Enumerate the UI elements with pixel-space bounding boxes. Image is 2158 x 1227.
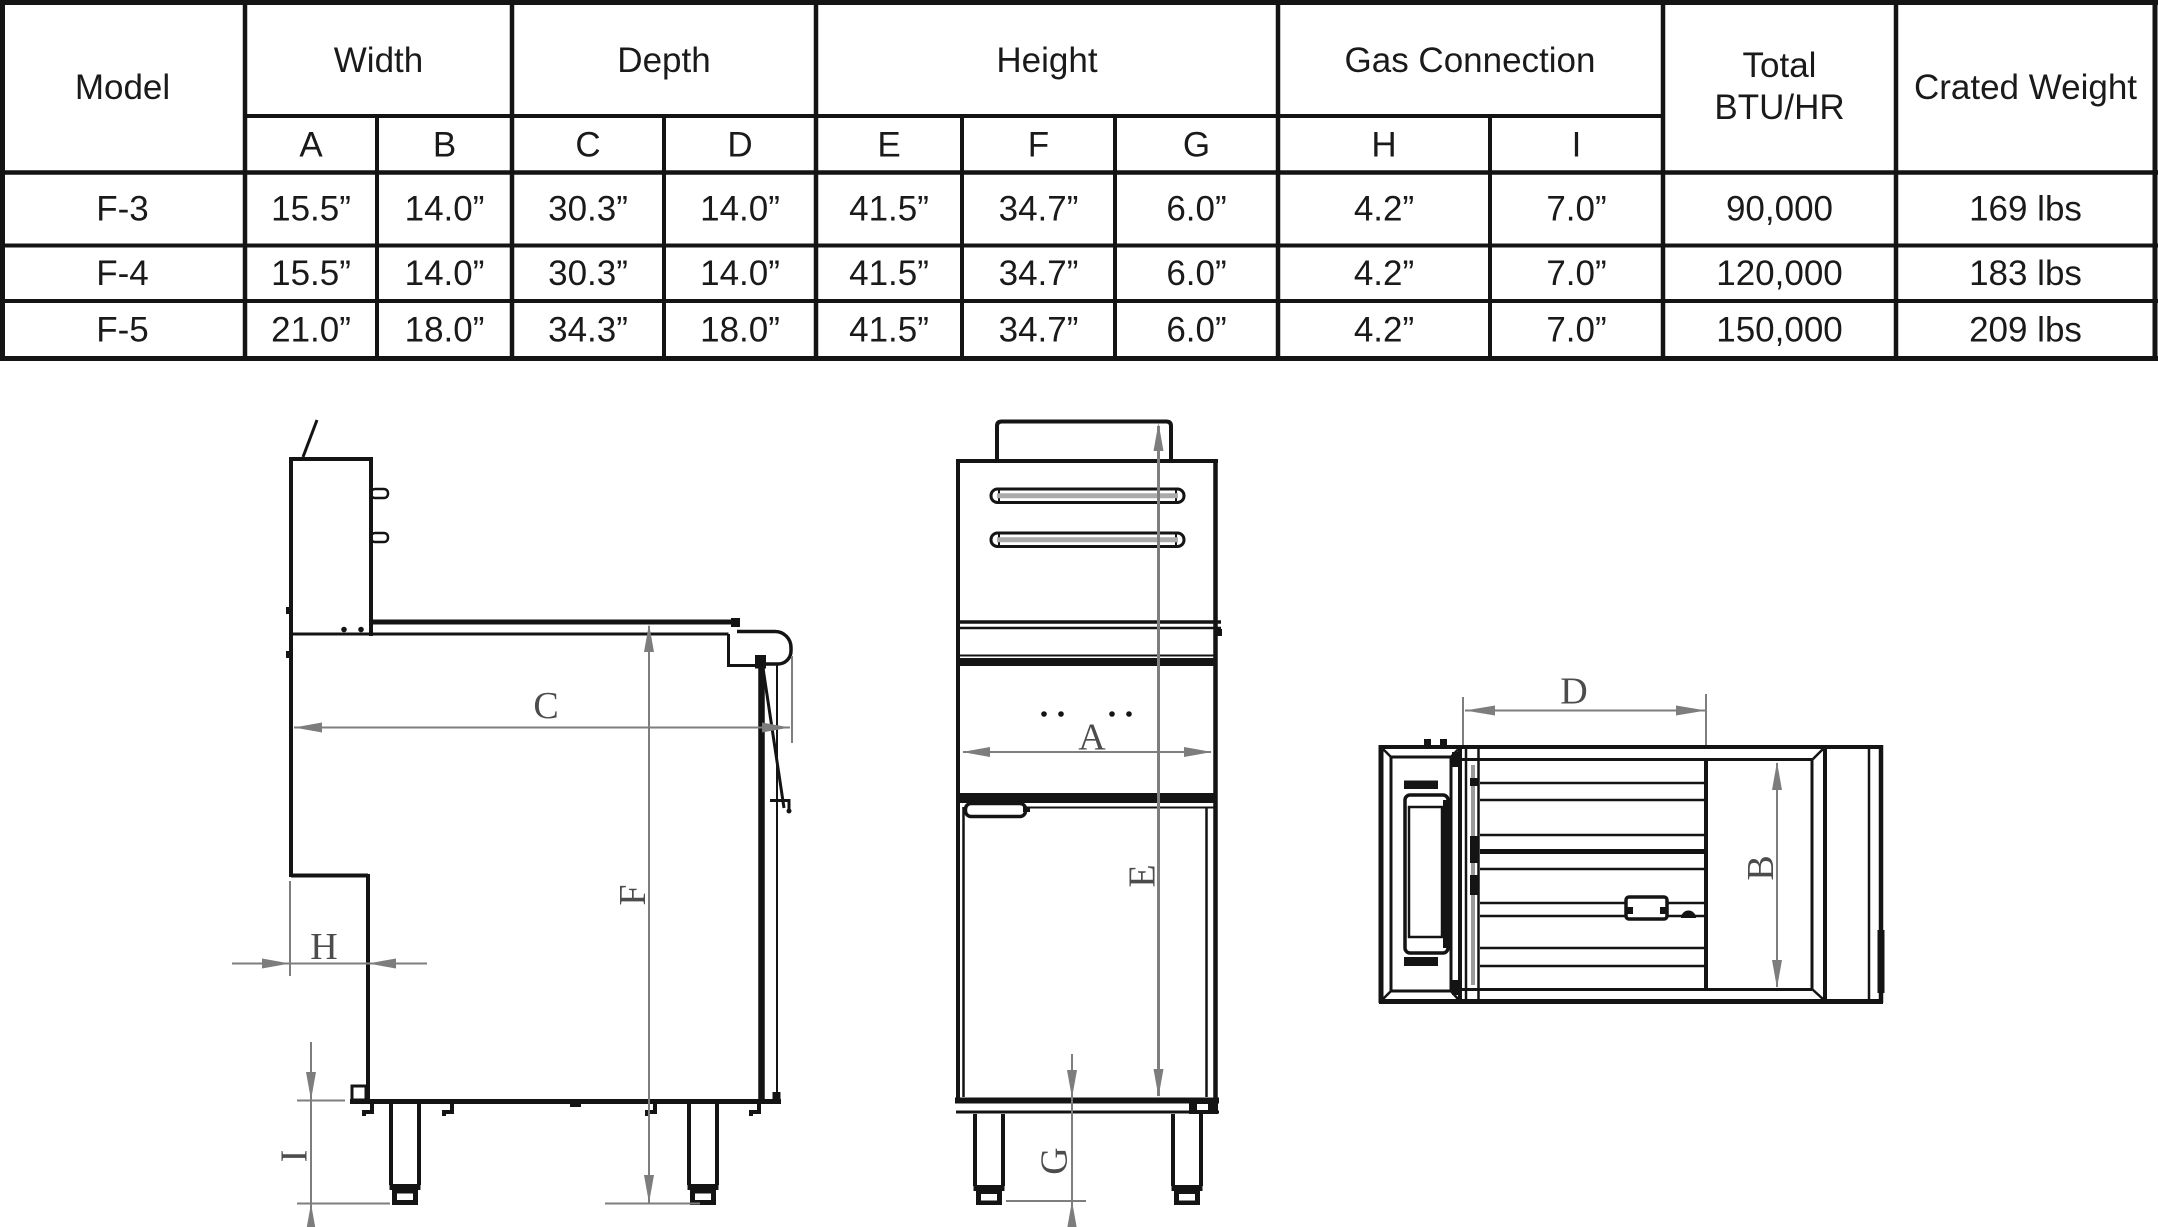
svg-text:I: I bbox=[274, 1150, 316, 1163]
svg-text:120,000: 120,000 bbox=[1716, 254, 1843, 293]
svg-text:183 lbs: 183 lbs bbox=[1969, 254, 2082, 293]
svg-text:209 lbs: 209 lbs bbox=[1969, 311, 2082, 350]
svg-text:4.2”: 4.2” bbox=[1354, 311, 1414, 350]
svg-text:30.3”: 30.3” bbox=[548, 254, 628, 293]
svg-text:21.0”: 21.0” bbox=[271, 311, 351, 350]
svg-text:Gas Connection: Gas Connection bbox=[1345, 41, 1596, 80]
svg-text:Crated Weight: Crated Weight bbox=[1914, 68, 2137, 107]
svg-text:90,000: 90,000 bbox=[1726, 190, 1833, 229]
svg-text:I: I bbox=[1572, 126, 1582, 165]
svg-text:Width: Width bbox=[334, 41, 423, 80]
svg-text:F-4: F-4 bbox=[96, 254, 149, 293]
svg-text:4.2”: 4.2” bbox=[1354, 190, 1414, 229]
svg-text:7.0”: 7.0” bbox=[1546, 311, 1606, 350]
svg-text:34.7”: 34.7” bbox=[999, 190, 1079, 229]
svg-text:D: D bbox=[1560, 671, 1587, 713]
svg-text:34.7”: 34.7” bbox=[999, 311, 1079, 350]
svg-text:C: C bbox=[533, 685, 558, 727]
svg-text:Depth: Depth bbox=[617, 41, 710, 80]
svg-text:D: D bbox=[727, 126, 752, 165]
svg-text:B: B bbox=[1740, 855, 1782, 880]
svg-text:169 lbs: 169 lbs bbox=[1969, 190, 2082, 229]
svg-text:Total: Total bbox=[1743, 46, 1817, 85]
svg-text:14.0”: 14.0” bbox=[700, 190, 780, 229]
svg-text:G: G bbox=[1034, 1147, 1076, 1174]
svg-text:6.0”: 6.0” bbox=[1166, 311, 1226, 350]
svg-text:7.0”: 7.0” bbox=[1546, 190, 1606, 229]
svg-text:34.7”: 34.7” bbox=[999, 254, 1079, 293]
svg-text:7.0”: 7.0” bbox=[1546, 254, 1606, 293]
svg-text:18.0”: 18.0” bbox=[700, 311, 780, 350]
svg-text:Model: Model bbox=[75, 68, 170, 107]
svg-text:A: A bbox=[299, 126, 323, 165]
svg-text:E: E bbox=[877, 126, 900, 165]
svg-text:18.0”: 18.0” bbox=[405, 311, 485, 350]
svg-text:15.5”: 15.5” bbox=[271, 254, 351, 293]
svg-text:F-3: F-3 bbox=[96, 190, 149, 229]
svg-text:F: F bbox=[1028, 126, 1049, 165]
svg-text:H: H bbox=[1371, 126, 1396, 165]
svg-text:A: A bbox=[1078, 717, 1106, 759]
svg-text:30.3”: 30.3” bbox=[548, 190, 628, 229]
svg-text:4.2”: 4.2” bbox=[1354, 254, 1414, 293]
svg-text:B: B bbox=[433, 126, 456, 165]
svg-text:41.5”: 41.5” bbox=[849, 254, 929, 293]
svg-text:14.0”: 14.0” bbox=[405, 254, 485, 293]
svg-text:G: G bbox=[1183, 126, 1210, 165]
svg-text:15.5”: 15.5” bbox=[271, 190, 351, 229]
svg-text:150,000: 150,000 bbox=[1716, 311, 1843, 350]
svg-text:34.3”: 34.3” bbox=[548, 311, 628, 350]
svg-text:BTU/HR: BTU/HR bbox=[1714, 88, 1844, 127]
svg-text:E: E bbox=[1122, 864, 1164, 887]
svg-text:Height: Height bbox=[996, 41, 1097, 80]
svg-text:F-5: F-5 bbox=[96, 311, 149, 350]
svg-text:C: C bbox=[575, 126, 600, 165]
svg-text:14.0”: 14.0” bbox=[405, 190, 485, 229]
svg-text:H: H bbox=[310, 926, 337, 968]
svg-text:41.5”: 41.5” bbox=[849, 311, 929, 350]
svg-text:6.0”: 6.0” bbox=[1166, 254, 1226, 293]
svg-text:F: F bbox=[612, 884, 654, 905]
svg-text:14.0”: 14.0” bbox=[700, 254, 780, 293]
svg-text:41.5”: 41.5” bbox=[849, 190, 929, 229]
svg-text:6.0”: 6.0” bbox=[1166, 190, 1226, 229]
